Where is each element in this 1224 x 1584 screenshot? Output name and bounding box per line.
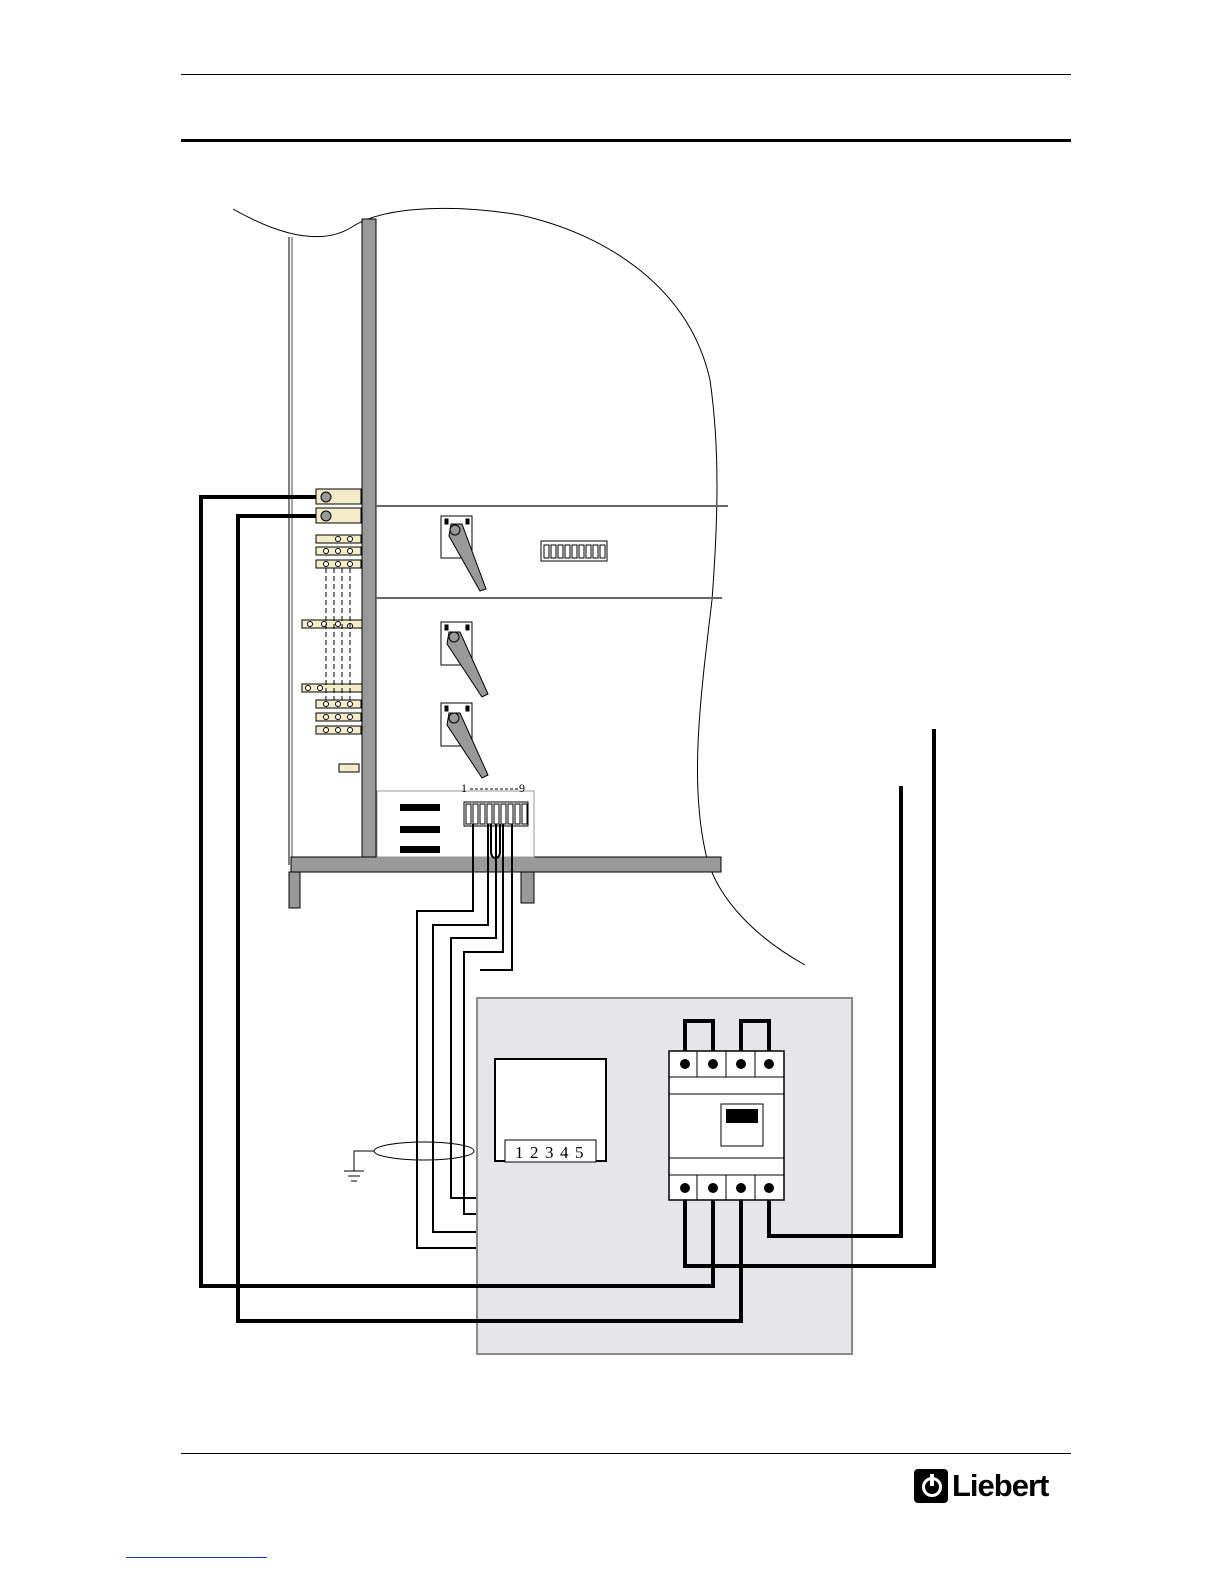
liebert-logo-icon bbox=[914, 1469, 948, 1503]
rotary-switch-1 bbox=[441, 516, 486, 591]
board-slot-1 bbox=[400, 804, 440, 811]
board-slot-3 bbox=[400, 846, 440, 853]
board-slot-2 bbox=[400, 826, 440, 833]
rcd-terminal-3: 3 bbox=[545, 1143, 554, 1162]
terminal-range-end: 9 bbox=[519, 781, 525, 795]
cabinet-foot-right bbox=[521, 872, 534, 903]
cabinet-foot-left bbox=[289, 872, 300, 908]
cable-shield-ellipse bbox=[374, 1142, 474, 1160]
busbar-group bbox=[302, 489, 362, 772]
footer-rule bbox=[181, 1453, 1071, 1454]
breaker-handle bbox=[726, 1109, 758, 1123]
footer-link-underline bbox=[126, 1557, 267, 1558]
liebert-logo: Liebert bbox=[914, 1466, 1048, 1506]
rcd-terminal-5: 5 bbox=[575, 1143, 584, 1162]
cabinet-base-plate bbox=[291, 857, 721, 872]
mounting-panel bbox=[477, 998, 852, 1354]
busbar-bolt-1 bbox=[321, 492, 331, 502]
busbar-dashed-links bbox=[326, 568, 350, 700]
busbar-bolt-2 bbox=[321, 511, 331, 521]
terminal-bar-9 bbox=[339, 764, 359, 772]
earth-symbol-icon bbox=[344, 1171, 364, 1181]
dip-switch-strip bbox=[541, 541, 607, 561]
terminal-range-start: 1 bbox=[461, 781, 467, 795]
rcd-terminal-2: 2 bbox=[530, 1143, 539, 1162]
terminal-board bbox=[377, 791, 534, 857]
rcd-terminal-1: 1 bbox=[515, 1143, 524, 1162]
cabinet-wall bbox=[362, 219, 376, 858]
rotary-switch-2 bbox=[441, 622, 488, 697]
rcd-terminal-4: 4 bbox=[560, 1143, 569, 1162]
earth-lead bbox=[354, 1151, 374, 1171]
rotary-switch-3 bbox=[441, 703, 488, 778]
liebert-logo-text: Liebert bbox=[952, 1468, 1048, 1504]
